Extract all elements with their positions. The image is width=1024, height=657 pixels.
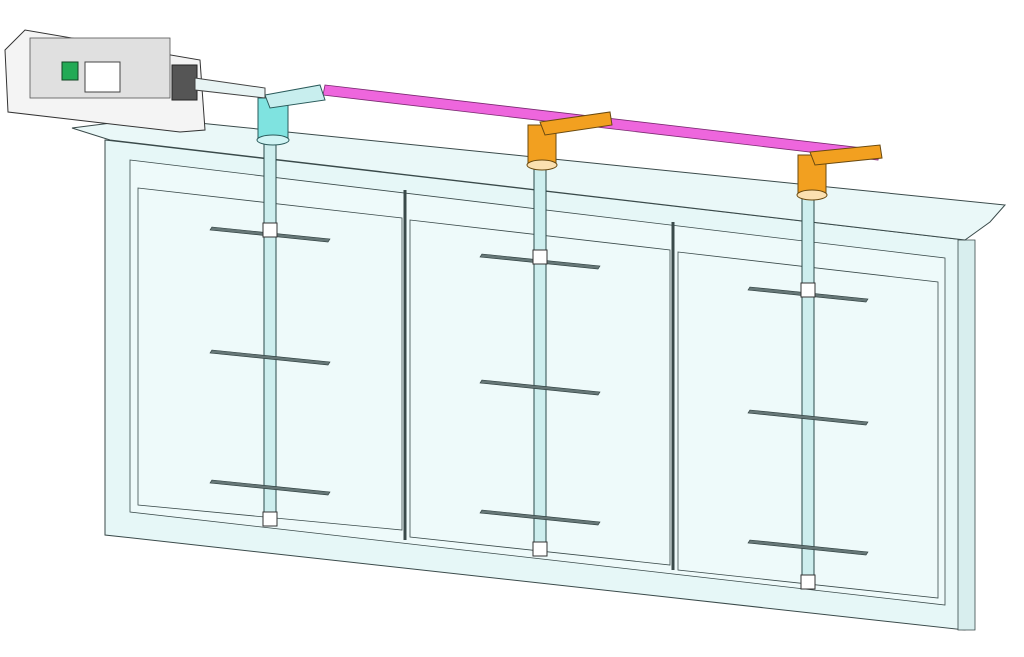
shafts <box>209 139 869 590</box>
frame-right-leg <box>957 239 976 631</box>
damper-blade <box>747 409 869 426</box>
actuator-box <box>4 29 266 133</box>
damper-shaft <box>263 139 277 523</box>
orange-crank-middle <box>526 111 613 171</box>
damper-blade <box>747 539 869 556</box>
shaft-bearing <box>532 541 548 557</box>
damper-blade <box>209 479 331 496</box>
shaft-bearing <box>800 282 816 298</box>
shaft-bearing <box>532 249 548 265</box>
cyan-hub <box>256 84 326 146</box>
damper-blade <box>209 349 331 366</box>
shaft-bearing <box>800 574 816 590</box>
orange-crank-right <box>796 144 883 201</box>
damper-blade <box>479 509 601 526</box>
shaft-bearing <box>262 511 278 527</box>
damper-shaft <box>801 194 815 586</box>
damper-blade <box>479 379 601 396</box>
damper-shaft <box>533 164 547 553</box>
shaft-bearing <box>262 222 278 238</box>
